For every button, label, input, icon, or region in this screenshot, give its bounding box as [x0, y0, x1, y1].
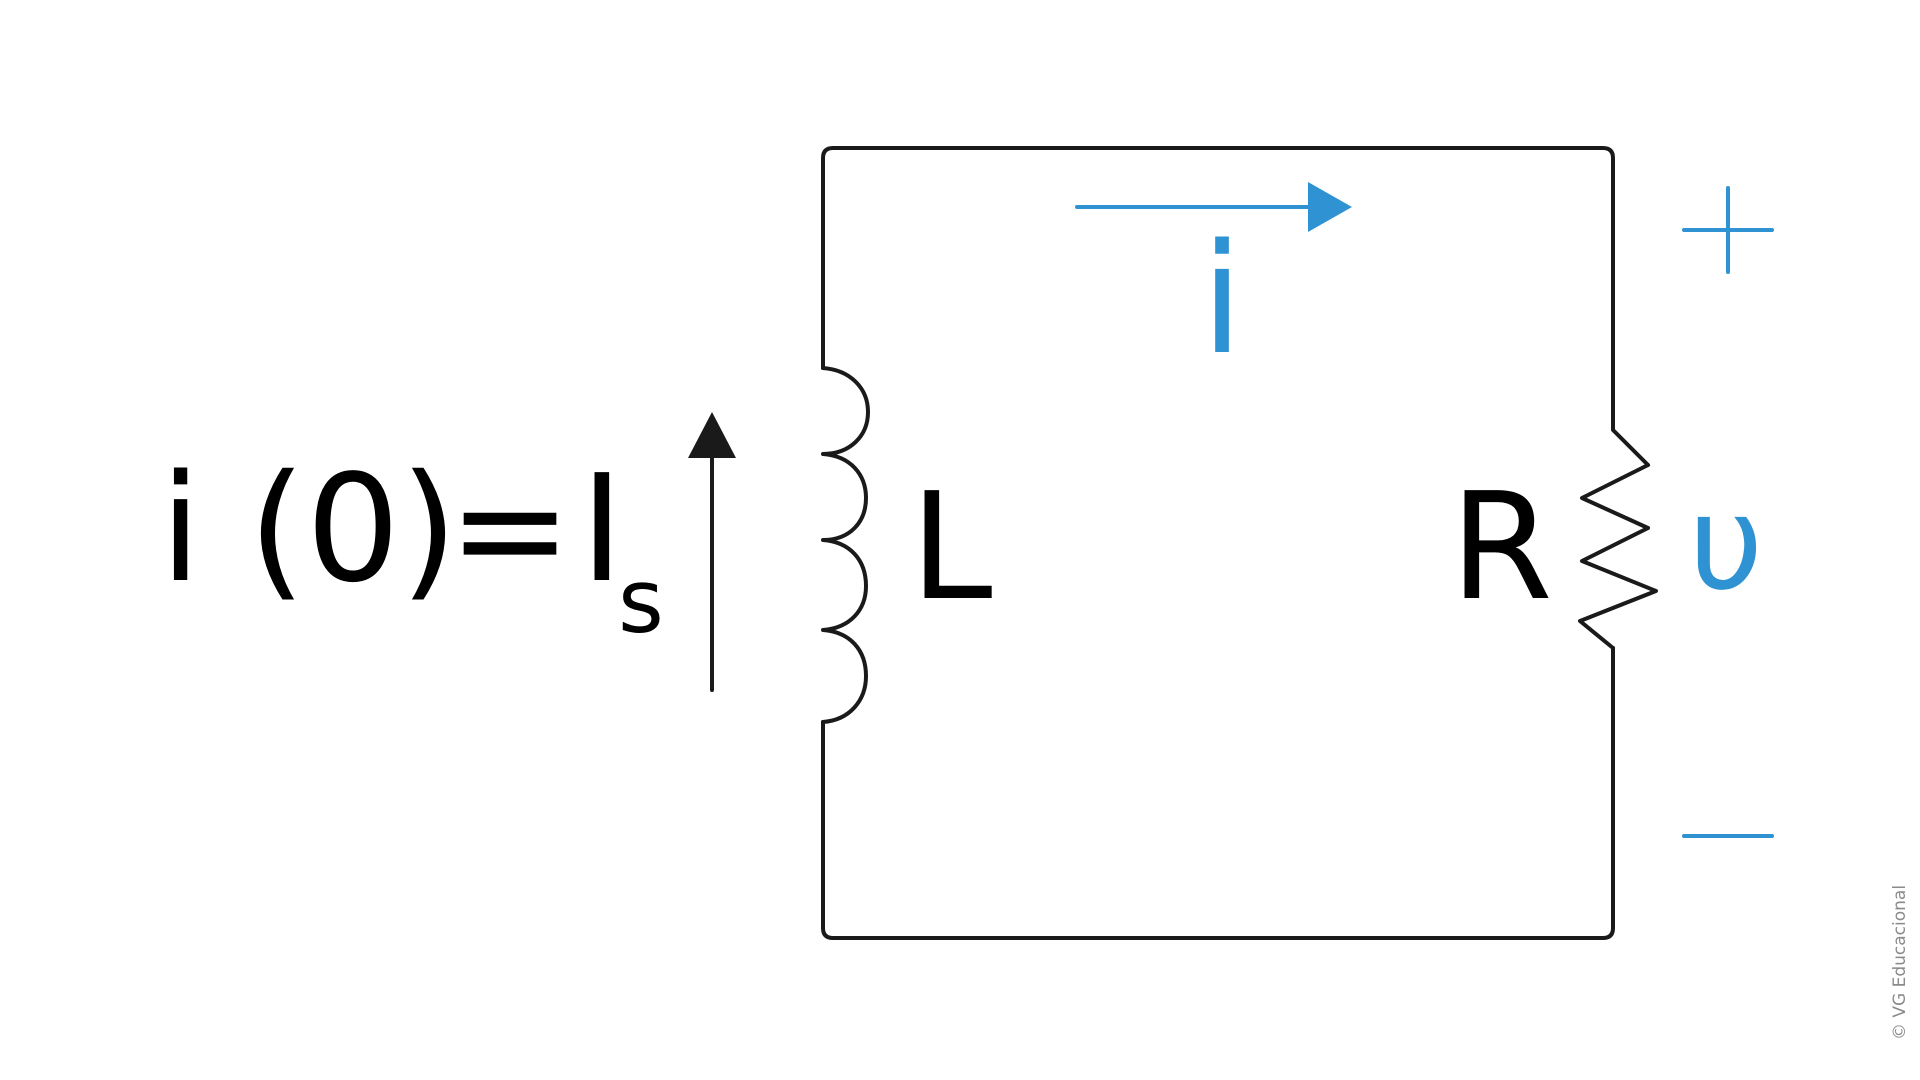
- voltage-label: υ: [1688, 467, 1763, 619]
- equation-equals: =: [448, 443, 572, 615]
- source-current-arrowhead: [688, 412, 736, 458]
- equation-lhs: i (0): [160, 443, 458, 615]
- equation-rhs-subscript: s: [618, 550, 664, 653]
- inductor-symbol: [821, 366, 870, 724]
- circuit-wire-left-bottom: [821, 646, 1615, 940]
- copyright-watermark: © VG Educacional: [1890, 884, 1910, 1040]
- circuit-wire-left-top: [821, 146, 1650, 467]
- inductor-label: L: [910, 461, 992, 633]
- equation-rhs-main: I: [580, 443, 624, 615]
- circuit-current-label: i: [1201, 211, 1243, 388]
- resistor-label: R: [1450, 461, 1553, 633]
- voltage-plus-icon: [1682, 186, 1774, 274]
- circuit-current-arrowhead: [1308, 182, 1352, 232]
- resistor-symbol: [1578, 463, 1658, 650]
